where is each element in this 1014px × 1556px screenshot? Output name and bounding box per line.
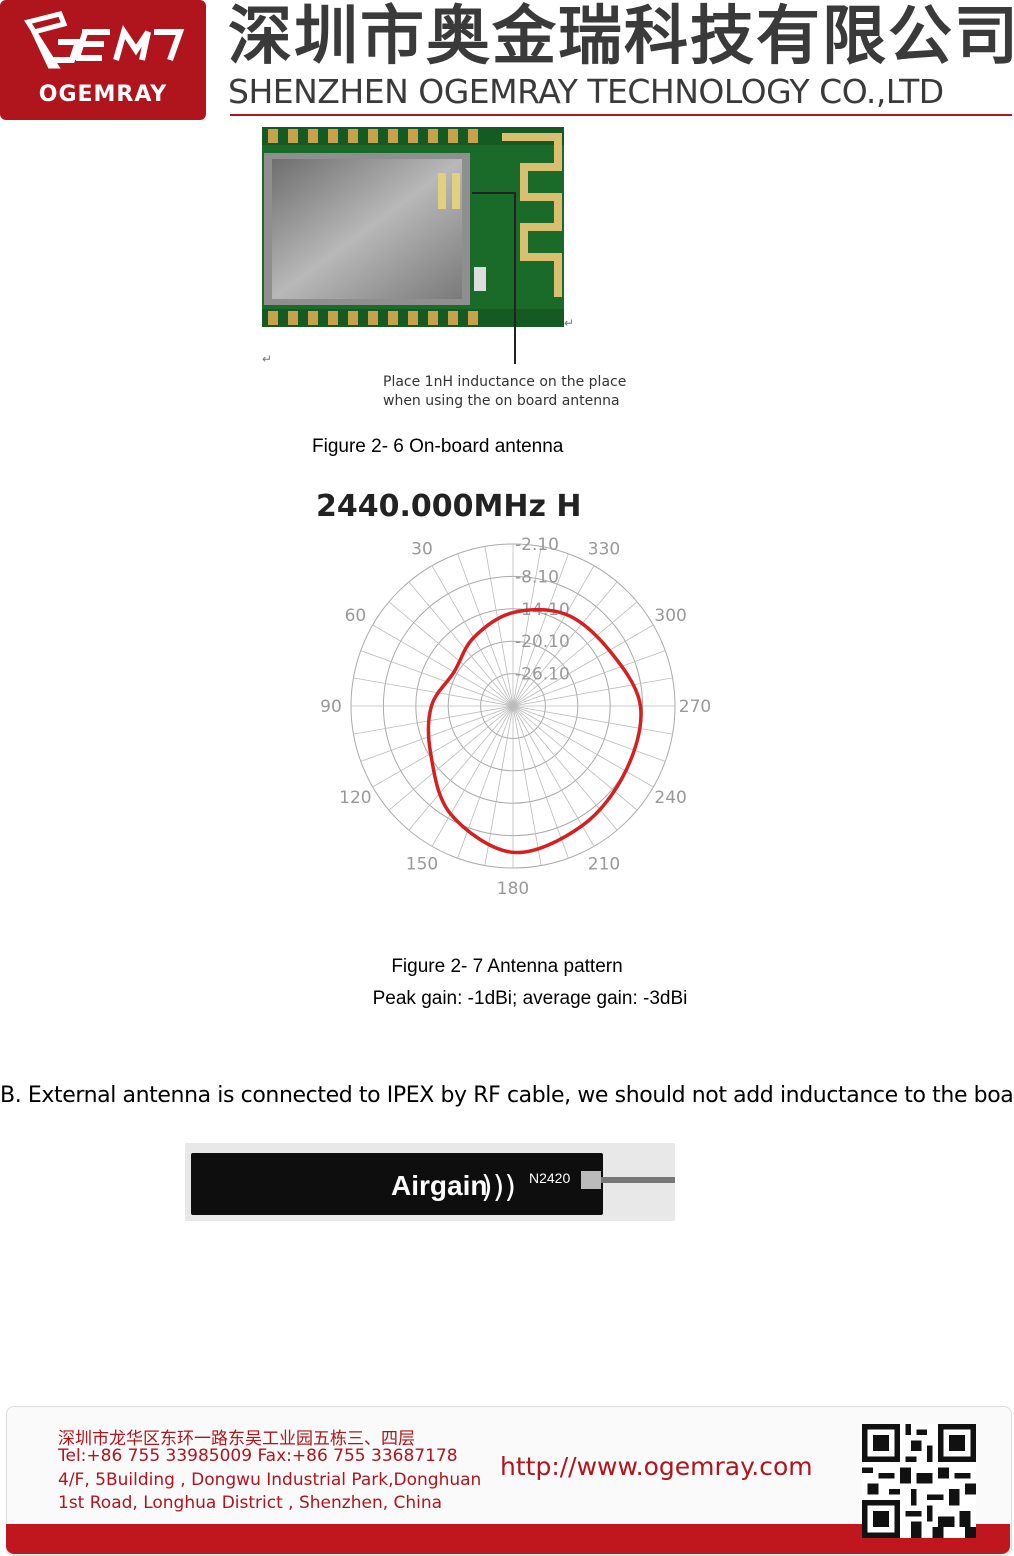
polar-spoke (372, 624, 514, 707)
angle-tick-label: 330 (588, 539, 620, 559)
polar-labels: 180 150 120 90 60 30 330 300 270 240 210 -2.10 -8.10… (320, 535, 711, 899)
angle-tick-label: 300 (654, 606, 686, 626)
footer-address-en-2: 1st Road, Longhua District , Shenzhen, C… (58, 1493, 443, 1513)
company-logo: OGEMRAY (0, 0, 206, 120)
angle-tick-label: 90 (320, 697, 342, 717)
qr-code-icon[interactable] (862, 1424, 976, 1538)
polar-spoke (512, 705, 666, 762)
angle-tick-label: 150 (406, 855, 438, 875)
return-mark: ↵ (564, 316, 575, 330)
antenna-polar-chart: 2440.000MHz H 180 150 120 90 60 30 330 300 270 24… (316, 489, 711, 899)
antenna-model: N2420 (529, 1170, 570, 1186)
polar-spoke (512, 601, 638, 707)
callout-leader (472, 192, 516, 194)
polar-spoke (512, 581, 618, 707)
callout-line-1: Place 1nH inductance on the place (383, 374, 627, 390)
polar-spoke (408, 581, 514, 707)
polar-spoke (353, 705, 514, 735)
polar-spoke (408, 705, 514, 831)
angle-tick-label: 120 (339, 788, 371, 808)
polar-spoke (372, 705, 514, 788)
polar-spoke (512, 546, 542, 707)
radial-tick-label: -8.10 (515, 567, 559, 587)
angle-tick-label: 270 (679, 697, 711, 717)
polar-spoke (484, 546, 514, 707)
logo-text: OGEMRAY (38, 82, 168, 107)
polar-spoke (360, 705, 514, 762)
callout-line-2: when using the on board antenna (383, 393, 620, 409)
polar-spoke (484, 705, 514, 866)
pattern-point (511, 850, 515, 854)
pattern-point (624, 769, 628, 773)
polar-spoke (512, 677, 673, 707)
footer-bar (6, 1524, 1010, 1554)
chart-title: 2440.000MHz H (316, 489, 582, 524)
polar-spoke (512, 650, 666, 707)
pattern-point (452, 670, 456, 674)
pattern-point (429, 704, 433, 708)
antenna-waves-icon: ))) (481, 1170, 516, 1205)
module-photo (262, 127, 564, 327)
gain-summary: Peak gain: -1dBi; average gain: -3dBi (372, 988, 688, 1009)
polar-spoke (388, 601, 514, 707)
website-link[interactable]: http://www.ogemray.com (500, 1452, 813, 1481)
radial-tick-label: -20.10 (515, 632, 570, 652)
pattern-point (511, 611, 515, 615)
pattern-point (429, 752, 433, 756)
pattern-point (564, 612, 568, 616)
polar-spoke (512, 565, 595, 707)
polar-spoke (512, 624, 654, 707)
gem-logo-icon (24, 11, 185, 69)
radial-tick-label: -26.10 (515, 665, 570, 685)
footer-address-cn: 深圳市龙华区东环一路东吴工业园五栋三、四层 (58, 1429, 415, 1449)
company-name-cn: 深圳市奥金瑞科技有限公司 (228, 0, 1014, 74)
polar-spoke (431, 705, 514, 847)
polar-spoke (512, 705, 654, 788)
polar-grid (350, 543, 676, 869)
radial-tick-label: -2.10 (515, 535, 559, 555)
polar-spoke (512, 705, 542, 866)
paragraph: B. External antenna is connected to IPEX… (0, 1083, 1014, 1108)
figure-caption: Figure 2- 6 On-board antenna (312, 436, 564, 457)
pattern-point (607, 648, 611, 652)
polar-spoke (457, 705, 514, 859)
polar-spoke (360, 650, 514, 707)
polar-spoke (512, 553, 569, 707)
callout-leader (514, 192, 516, 364)
company-name-en: SHENZHEN OGEMRAY TECHNOLOGY CO.,LTD (228, 72, 944, 111)
pattern-point (449, 812, 453, 816)
angle-tick-label: 210 (588, 855, 620, 875)
angle-tick-label: 180 (497, 879, 529, 899)
footer-tel-fax: Tel:+86 755 33985009 Fax:+86 755 3368717… (58, 1446, 458, 1466)
polar-spoke (512, 705, 673, 735)
footer-address-en-1: 4/F, 5Building , Dongwu Industrial Park,… (58, 1470, 482, 1490)
angle-tick-label: 60 (345, 606, 367, 626)
angle-tick-label: 240 (654, 788, 686, 808)
angle-tick-label: 30 (411, 539, 433, 559)
callout-text: Place 1nH inductance on the place when u… (383, 373, 626, 411)
pattern-point (638, 704, 642, 708)
pattern-point (472, 636, 476, 640)
pattern-point (580, 824, 584, 828)
external-antenna-photo: Airgain ))) N2420 (185, 1143, 675, 1221)
return-mark: ↵ (262, 352, 273, 366)
polar-spoke (457, 553, 514, 707)
header-divider (230, 114, 1012, 116)
polar-spoke (353, 677, 514, 707)
polar-spoke (512, 705, 595, 847)
polar-spoke (512, 705, 569, 859)
figure-caption: Figure 2- 7 Antenna pattern (391, 956, 623, 977)
polar-spoke (388, 705, 514, 811)
antenna-brand: Airgain (391, 1170, 487, 1201)
polar-spoke (512, 705, 638, 811)
polar-spoke (431, 565, 514, 707)
